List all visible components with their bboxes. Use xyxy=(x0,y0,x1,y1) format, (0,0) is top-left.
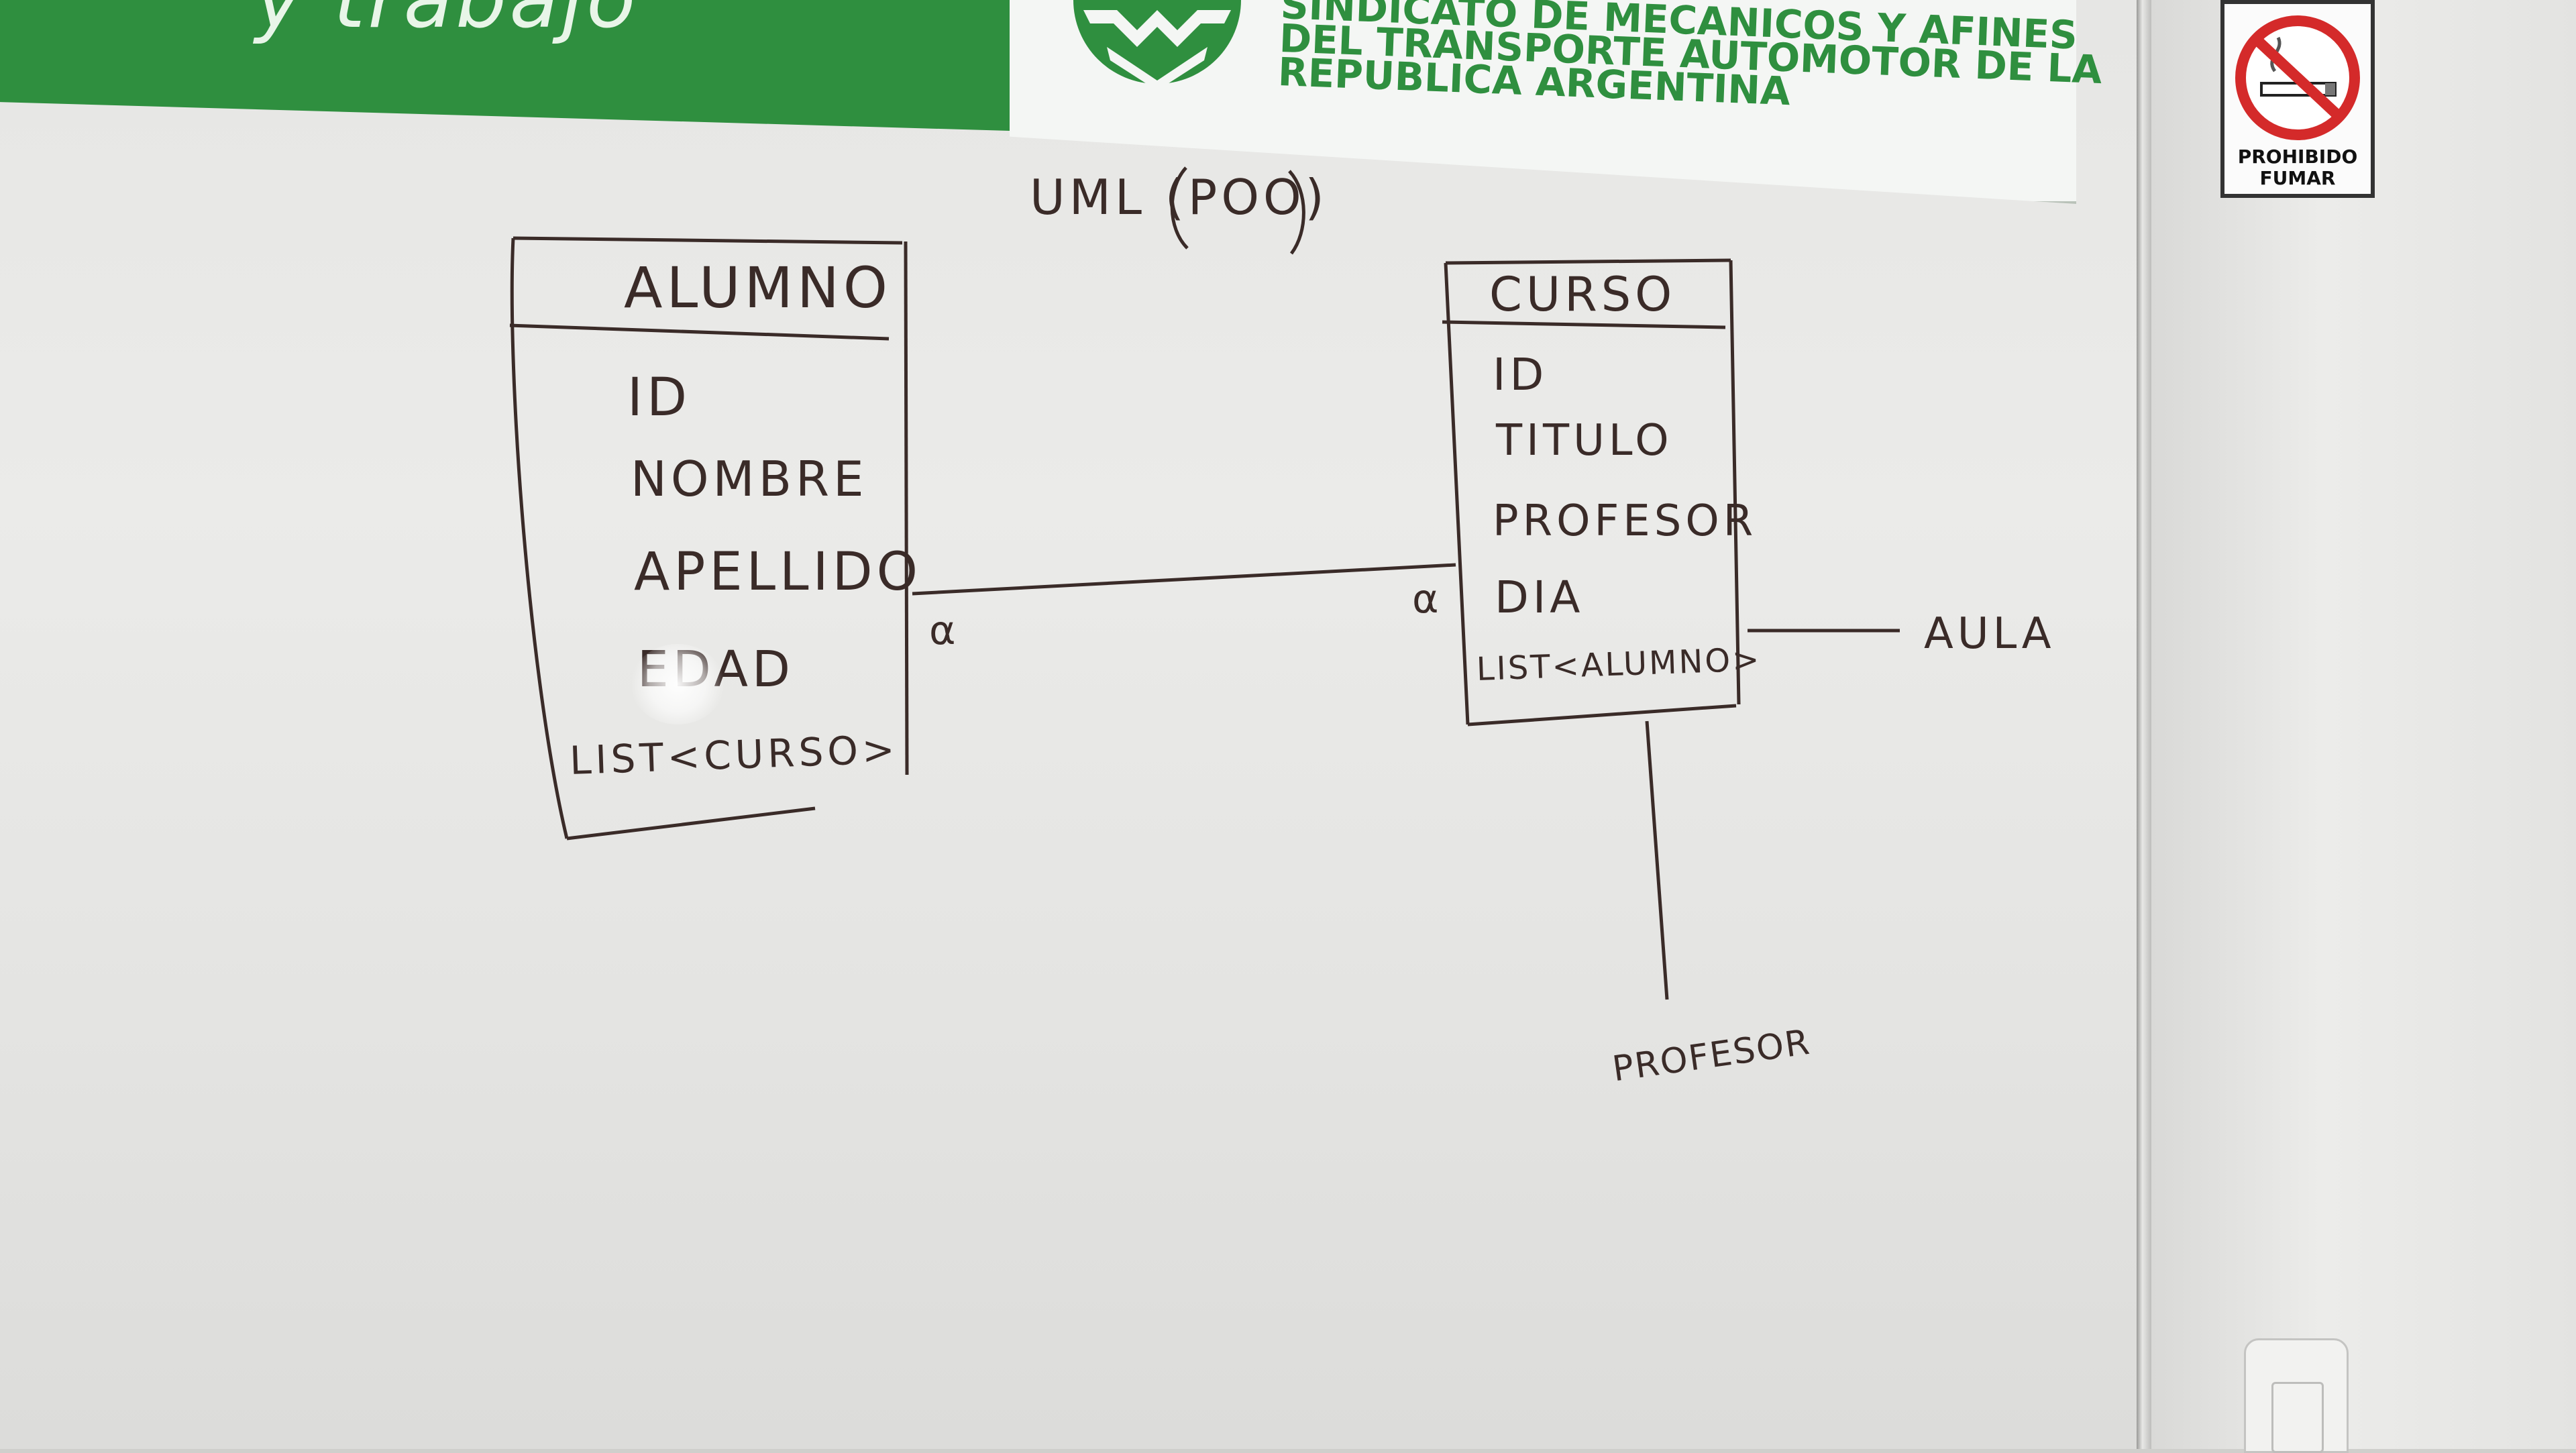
diagram-title: UML (POO) xyxy=(1030,169,1328,225)
glare-reflection xyxy=(631,644,724,724)
sign-label: PROHIBIDO FUMAR xyxy=(2224,146,2371,189)
alumno-attr-apellido: APELLIDO xyxy=(634,542,922,602)
sign-text-line-2: FUMAR xyxy=(2259,167,2336,189)
alumno-attr-nombre: NOMBRE xyxy=(631,451,868,507)
no-smoking-sign: PROHIBIDO FUMAR xyxy=(2220,0,2375,198)
curso-attr-id: ID xyxy=(1493,349,1548,400)
curso-attr-profesor: PROFESOR xyxy=(1493,496,1758,546)
alumno-attr-id: ID xyxy=(627,368,692,428)
left-multiplicity: α xyxy=(929,607,960,654)
association-line xyxy=(912,563,1456,596)
diagram-title-text: UML (POO) xyxy=(1030,169,1328,225)
curso-attr-titulo: TITULO xyxy=(1496,416,1673,466)
title-close-paren xyxy=(1288,170,1305,255)
wall-outlet xyxy=(2244,1338,2349,1453)
smata-logo-icon xyxy=(1073,0,1241,91)
sign-text-line-1: PROHIBIDO xyxy=(2237,146,2358,168)
right-multiplicity: α xyxy=(1412,576,1443,623)
banner-slogan: y trabajo xyxy=(255,0,639,46)
title-open-paren xyxy=(1170,166,1189,250)
whiteboard-frame xyxy=(2137,0,2151,1449)
alumno-class-box xyxy=(509,236,909,841)
profesor-link-line xyxy=(1645,720,1669,1000)
no-smoking-icon xyxy=(2235,15,2360,140)
outlet-switch xyxy=(2271,1382,2324,1453)
alumno-class-name: ALUMNO xyxy=(624,255,892,321)
curso-class-name: CURSO xyxy=(1489,267,1676,322)
curso-class-box xyxy=(1442,258,1741,726)
curso-attr-dia: DIA xyxy=(1495,572,1585,623)
whiteboard xyxy=(0,0,2137,1449)
aula-label: AULA xyxy=(1924,609,2055,659)
wall xyxy=(2151,0,2576,1449)
